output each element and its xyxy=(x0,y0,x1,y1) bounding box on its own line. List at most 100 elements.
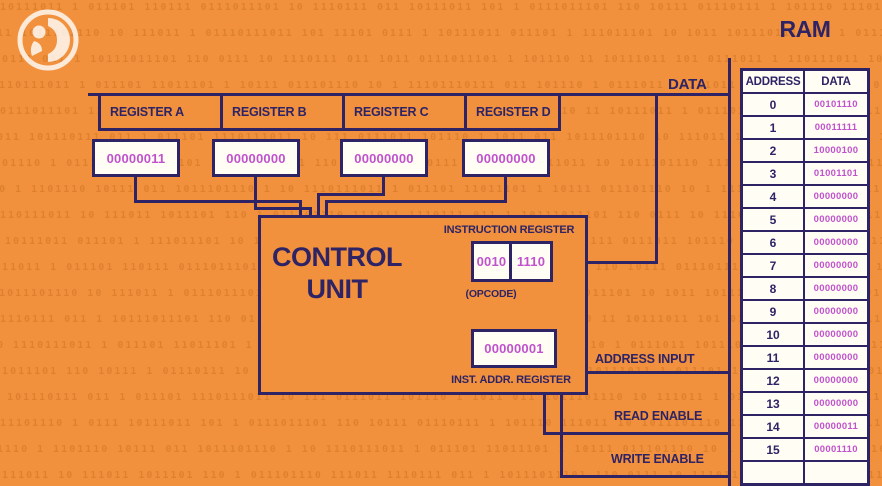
ram-address-cell: 11 xyxy=(740,345,805,370)
ram-address-cell: 12 xyxy=(740,368,805,393)
ram-data-cell: 01001101 xyxy=(803,161,870,186)
wire-ram-bus-vertical xyxy=(728,58,731,486)
write-enable-label: WRITE ENABLE xyxy=(611,452,704,466)
ram-row-partial xyxy=(740,460,870,486)
ram-data-cell: 00000000 xyxy=(803,184,870,209)
register-a-label-box: REGISTER A xyxy=(98,93,223,131)
ram-address-cell: 0 xyxy=(740,92,805,117)
register-b-value: 00000000 xyxy=(212,139,300,177)
ram-address-cell: 4 xyxy=(740,184,805,209)
register-d-value: 00000000 xyxy=(462,139,550,177)
ram-data-cell: 00000000 xyxy=(803,391,870,416)
control-unit-title-line2: UNIT xyxy=(306,273,369,304)
register-c-value: 00000000 xyxy=(340,139,428,177)
register-a-label: REGISTER A xyxy=(110,105,184,119)
control-unit-title-line1: CONTROL xyxy=(272,242,402,272)
ram-address-cell: 3 xyxy=(740,161,805,186)
register-a-value: 00000011 xyxy=(92,139,180,177)
wire-instruction-register-to-bus xyxy=(553,261,658,264)
ram-data-cell: 00000000 xyxy=(803,368,870,393)
ram-address-cell: 2 xyxy=(740,138,805,163)
wire-write-enable xyxy=(560,475,728,478)
ram-data-cell: 00000000 xyxy=(803,230,870,255)
ram-data-cell: 00000000 xyxy=(803,253,870,278)
ram-header-row: ADDRESS DATA xyxy=(740,68,870,94)
data-bus-label: DATA xyxy=(668,76,707,93)
ram-address-cell: 14 xyxy=(740,414,805,439)
register-d-label-box: REGISTER D xyxy=(464,93,561,131)
ram-data-cell: 00000000 xyxy=(803,322,870,347)
register-d-label: REGISTER D xyxy=(476,105,551,119)
wire-register-c xyxy=(382,177,385,196)
address-input-label: ADDRESS INPUT xyxy=(595,352,695,366)
ram-header-data: DATA xyxy=(803,68,870,94)
wire-register-a xyxy=(134,177,137,203)
ram-data-cell: 00001110 xyxy=(803,437,870,462)
ram-address-cell: 13 xyxy=(740,391,805,416)
register-c-label-box: REGISTER C xyxy=(342,93,467,131)
binary-texture-row: 1110111 011 1 10111011101 110 0111 10 11… xyxy=(0,54,882,65)
ram-data-cell xyxy=(803,460,870,486)
instruction-register-operand: 1110 xyxy=(509,241,553,282)
wire-register-b xyxy=(254,177,257,210)
wire-register-d xyxy=(504,177,507,203)
register-c-label: REGISTER C xyxy=(354,105,429,119)
ram-data-cell: 00000011 xyxy=(803,414,870,439)
control-unit-title: CONTROL UNIT xyxy=(262,242,412,306)
instruction-register-opcode: 0010 xyxy=(471,241,512,282)
pbs-logo-icon xyxy=(17,9,79,71)
wire-data-bus-vertical xyxy=(655,93,658,264)
instruction-register-label: INSTRUCTION REGISTER xyxy=(443,224,575,236)
wire-address-input xyxy=(557,371,728,374)
wire-register-d xyxy=(325,200,507,203)
inst-addr-register-value: 00000001 xyxy=(471,329,557,368)
inst-addr-register-label: INST. ADDR. REGISTER xyxy=(451,374,571,386)
wire-read-enable xyxy=(543,432,728,435)
ram-data-cell: 00011111 xyxy=(803,115,870,140)
ram-data-cell: 00000000 xyxy=(803,276,870,301)
ram-data-cell: 00101110 xyxy=(803,92,870,117)
ram-data-cell: 00000000 xyxy=(803,299,870,324)
register-b-label-box: REGISTER B xyxy=(220,93,345,131)
read-enable-label: READ ENABLE xyxy=(614,409,703,423)
opcode-caption: (OPCODE) xyxy=(465,288,517,300)
ram-address-cell: 5 xyxy=(740,207,805,232)
ram-header-address: ADDRESS xyxy=(740,68,805,94)
ram-title: RAM xyxy=(779,16,831,42)
ram-data-cell: 10000100 xyxy=(803,138,870,163)
ram-address-cell: 15 xyxy=(740,437,805,462)
ram-address-cell: 8 xyxy=(740,276,805,301)
wire-register-d xyxy=(325,200,328,217)
ram-data-cell: 00000000 xyxy=(803,207,870,232)
ram-address-cell xyxy=(740,460,805,486)
ram-data-cell: 00000000 xyxy=(803,345,870,370)
ram-address-cell: 6 xyxy=(740,230,805,255)
wire-read-enable xyxy=(543,393,546,435)
ram-address-cell: 1 xyxy=(740,115,805,140)
ram-address-cell: 10 xyxy=(740,322,805,347)
binary-texture-row: 10111011 1 011101 110111 0111011101 10 1… xyxy=(0,2,882,13)
ram-address-cell: 7 xyxy=(740,253,805,278)
wire-register-b xyxy=(254,207,312,210)
wire-register-c xyxy=(317,193,320,217)
register-b-label: REGISTER B xyxy=(232,105,307,119)
wire-register-b xyxy=(309,207,312,217)
